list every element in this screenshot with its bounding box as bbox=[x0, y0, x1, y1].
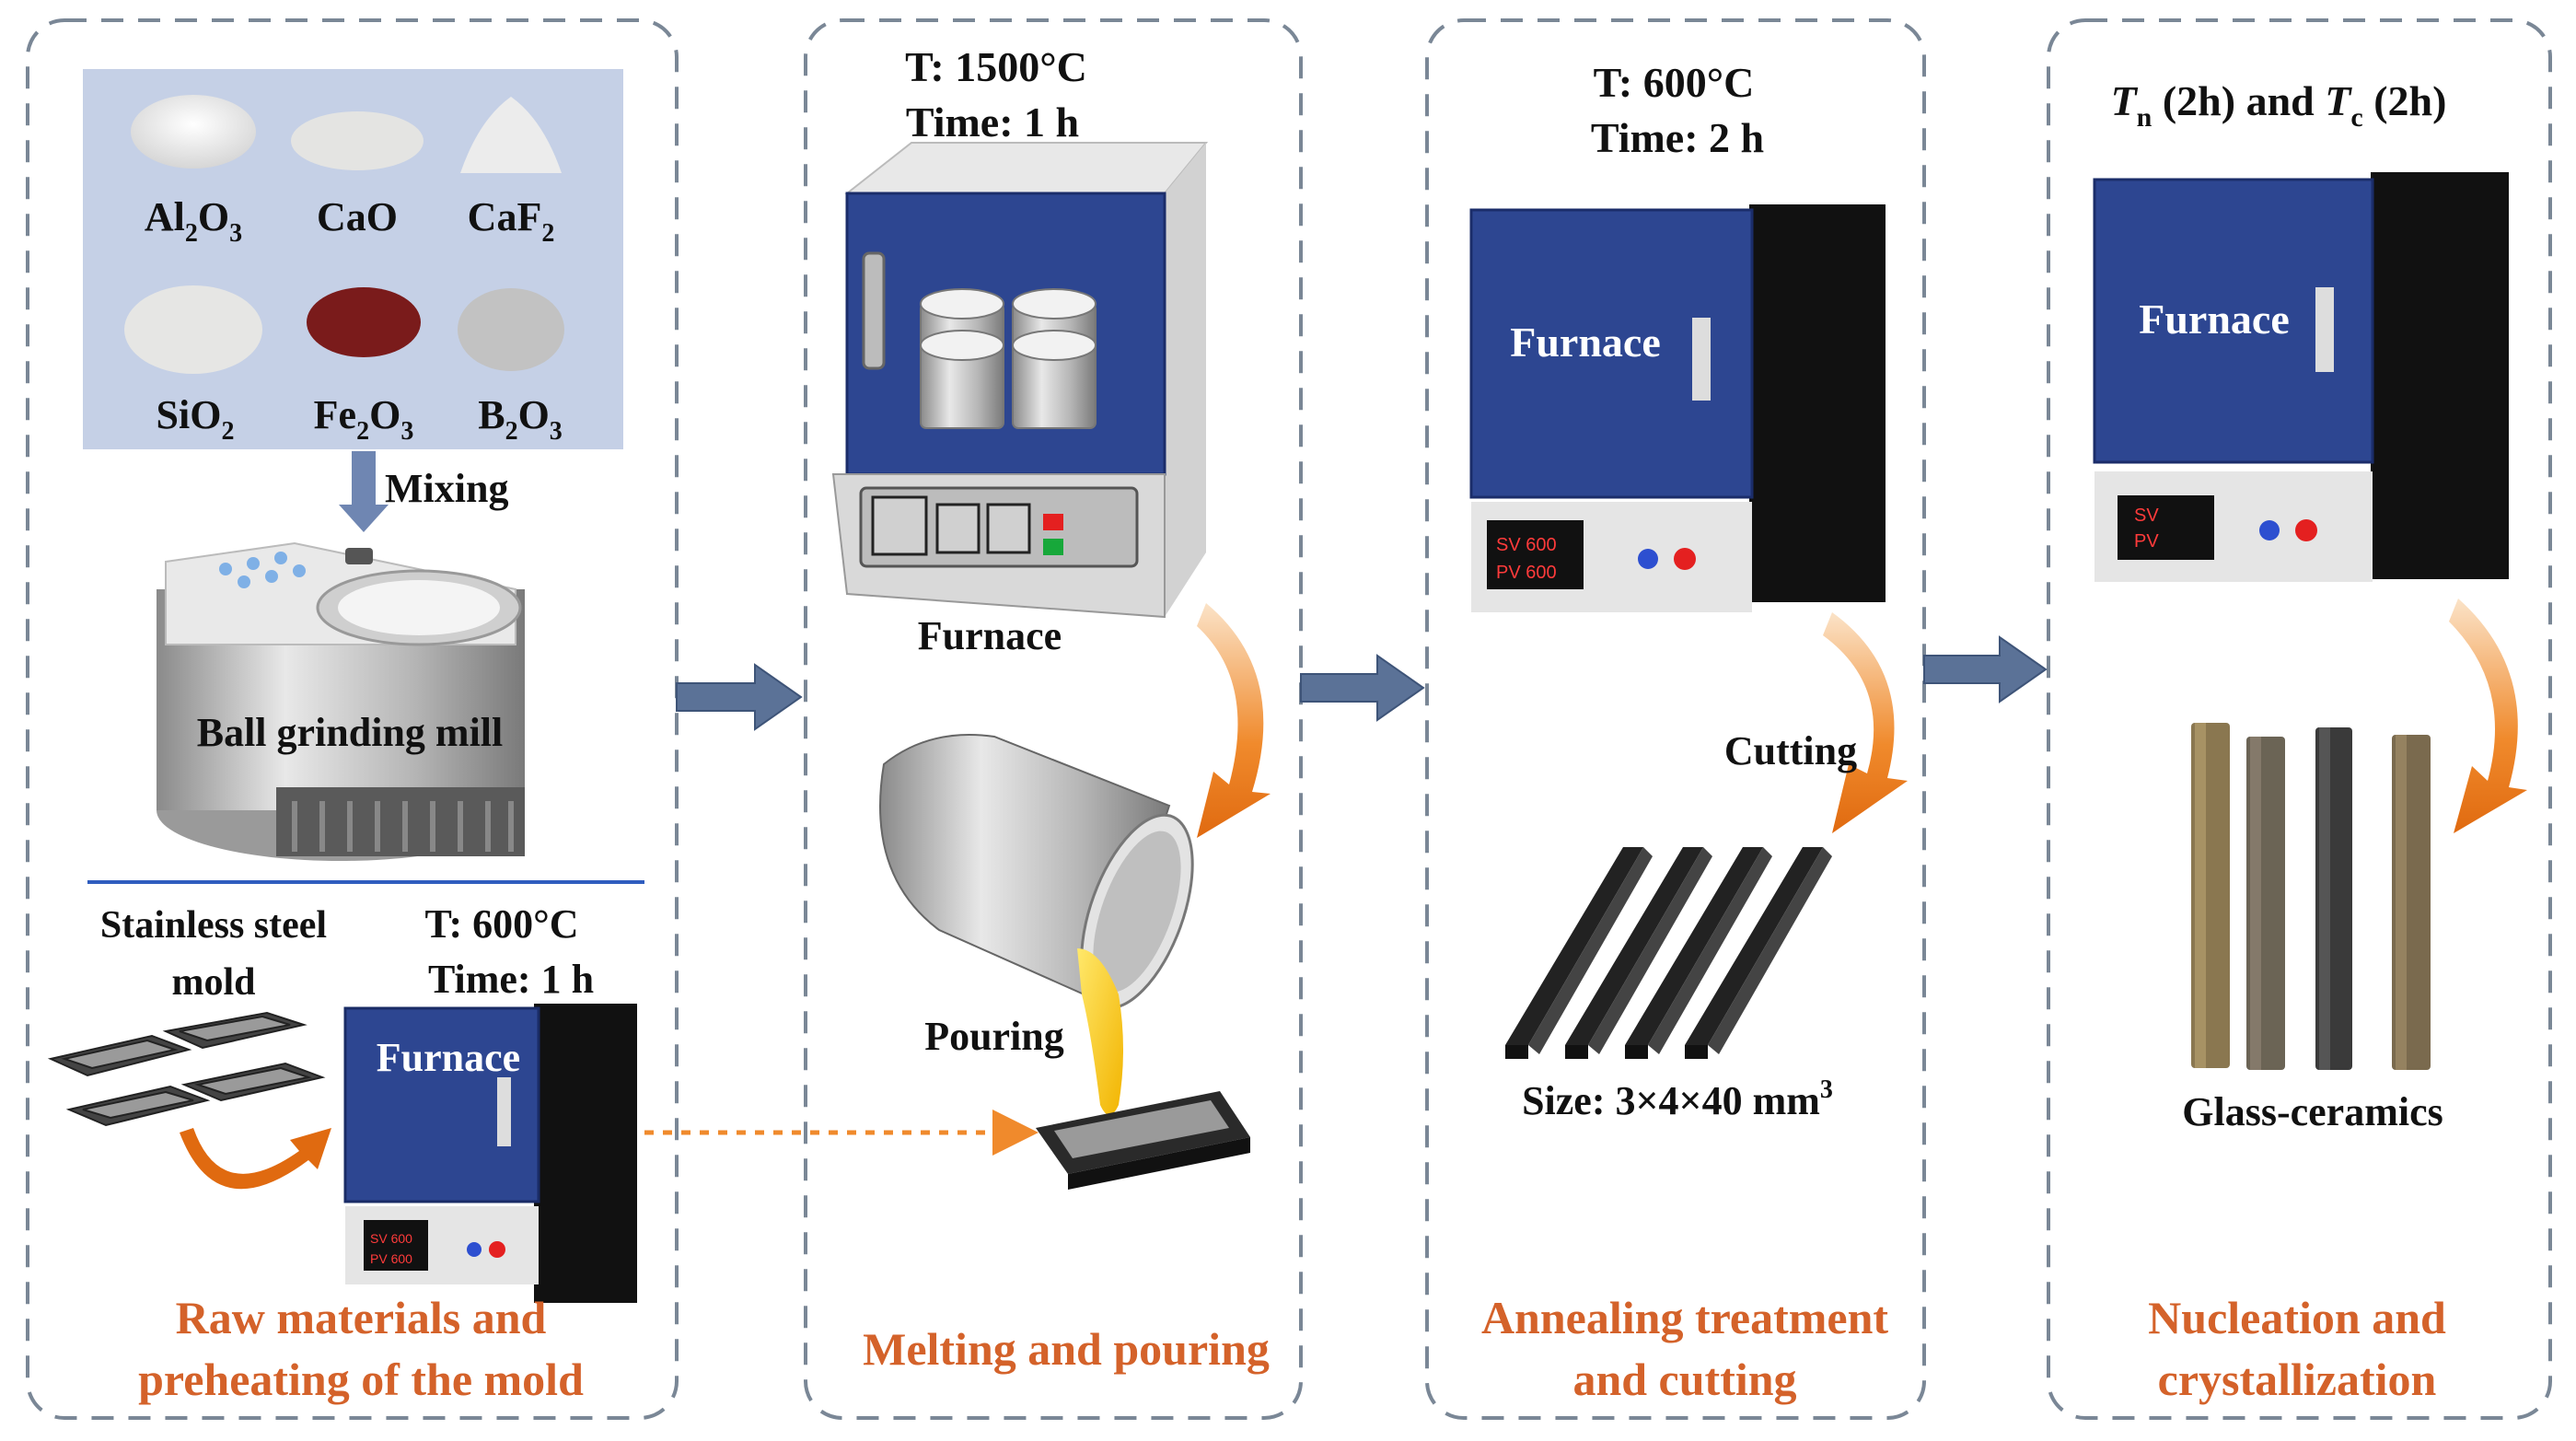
panel4-caption-line1: Nucleation and bbox=[2148, 1292, 2446, 1343]
preheat-furnace-sv: SV 600 bbox=[370, 1231, 412, 1246]
panel-nucleation bbox=[2047, 18, 2552, 1420]
annealing-time: Time: 2 h bbox=[1591, 114, 1764, 161]
furnace-to-cutting-arrow-icon bbox=[1823, 612, 1908, 833]
cutting-label: Cutting bbox=[1724, 728, 1857, 773]
flow-arrow-1 bbox=[676, 663, 803, 731]
b2o3-powder-icon bbox=[458, 288, 564, 371]
melting-furnace-label: Furnace bbox=[918, 613, 1062, 658]
flow-arrow-3 bbox=[1923, 635, 2048, 703]
preheat-furnace-label: Furnace bbox=[377, 1035, 520, 1080]
nucleation-furnace-pv: PV bbox=[2134, 531, 2159, 552]
mixing-arrow-icon bbox=[339, 451, 389, 532]
preheat-temp: T: 600°C bbox=[424, 901, 578, 947]
mold-to-furnace-arrow-icon bbox=[180, 1128, 331, 1190]
pouring-crucible-icon bbox=[879, 734, 1194, 1115]
preheat-furnace-icon: SV 600 PV 600 bbox=[343, 1004, 637, 1303]
material-label-4: SiO2 bbox=[157, 392, 235, 446]
al2o3-powder-icon bbox=[131, 95, 256, 169]
mill-label: Ball grinding mill bbox=[197, 710, 504, 755]
panel1-caption-line2: preheating of the mold bbox=[138, 1354, 584, 1405]
annealing-furnace-icon: SV 600 PV 600 bbox=[1469, 204, 1886, 612]
nucleation-furnace-label: Furnace bbox=[2139, 296, 2290, 343]
glass-ceramic-bars-icon bbox=[2191, 723, 2431, 1070]
melting-temp: T: 1500°C bbox=[905, 43, 1087, 90]
preheat-time: Time: 1 h bbox=[428, 957, 594, 1002]
annealing-furnace-sv: SV 600 bbox=[1496, 535, 1557, 555]
material-label-6: B2O3 bbox=[478, 392, 563, 446]
panel3-caption-line2: and cutting bbox=[1572, 1354, 1796, 1405]
mold-label-line1: Stainless steel bbox=[100, 904, 327, 947]
size-label-superscript: 3 bbox=[1820, 1075, 1833, 1104]
material-label-1: Al2O3 bbox=[145, 194, 242, 248]
preheat-furnace-pv: PV 600 bbox=[370, 1251, 412, 1266]
stainless-steel-molds-icon bbox=[47, 1011, 326, 1127]
material-labels: Al2O3 CaO CaF2 SiO2 Fe2O3 B2O3 bbox=[145, 194, 563, 446]
annealing-furnace-label: Furnace bbox=[1510, 319, 1661, 366]
panel3-caption-line1: Annealing treatment bbox=[1481, 1292, 1888, 1343]
furnace-to-crucible-arrow-icon bbox=[1197, 603, 1271, 838]
sio2-powder-icon bbox=[124, 285, 262, 374]
fe2o3-powder-icon bbox=[307, 287, 421, 357]
mixing-label: Mixing bbox=[385, 466, 508, 511]
panel-raw-materials bbox=[26, 18, 679, 1420]
powder-images bbox=[124, 95, 564, 374]
panel-melting bbox=[804, 18, 1303, 1420]
material-label-5: Fe2O3 bbox=[314, 392, 414, 446]
annealing-furnace-pv: PV 600 bbox=[1496, 563, 1557, 583]
material-label-2: CaO bbox=[317, 194, 398, 239]
flow-arrow-2 bbox=[1300, 654, 1425, 722]
annealing-temp: T: 600°C bbox=[1594, 59, 1755, 106]
panel4-caption-line2: crystallization bbox=[2158, 1354, 2437, 1405]
molten-glass-stream-icon bbox=[1077, 948, 1123, 1115]
mold-label-line2: mold bbox=[171, 961, 255, 1004]
receiving-mold-icon bbox=[1036, 1091, 1250, 1190]
furnace-to-product-arrow-icon bbox=[2449, 598, 2527, 833]
panel1-caption-line1: Raw materials and bbox=[176, 1292, 547, 1343]
material-label-3: CaF2 bbox=[468, 194, 555, 248]
ball-grinding-mill-icon bbox=[157, 541, 525, 861]
glass-ceramics-label: Glass-ceramics bbox=[2182, 1089, 2443, 1134]
panel-annealing bbox=[1425, 18, 1926, 1420]
cao-powder-icon bbox=[291, 111, 424, 170]
size-label: Size: 3×4×40 mm3 bbox=[1522, 1075, 1833, 1123]
melting-furnace-icon bbox=[831, 142, 1209, 619]
heat-schedule-label: Tn (2h) and Tc (2h) bbox=[2111, 77, 2447, 133]
melting-time: Time: 1 h bbox=[906, 99, 1079, 145]
nucleation-furnace-icon: SV PV bbox=[2093, 172, 2509, 582]
pouring-label: Pouring bbox=[924, 1014, 1064, 1059]
panel2-caption: Melting and pouring bbox=[863, 1323, 1270, 1375]
nucleation-furnace-sv: SV bbox=[2134, 506, 2159, 526]
caf2-powder-icon bbox=[460, 97, 562, 173]
cut-glass-bars-icon bbox=[1505, 847, 1832, 1059]
size-label-text: Size: 3×4×40 mm bbox=[1522, 1078, 1820, 1123]
